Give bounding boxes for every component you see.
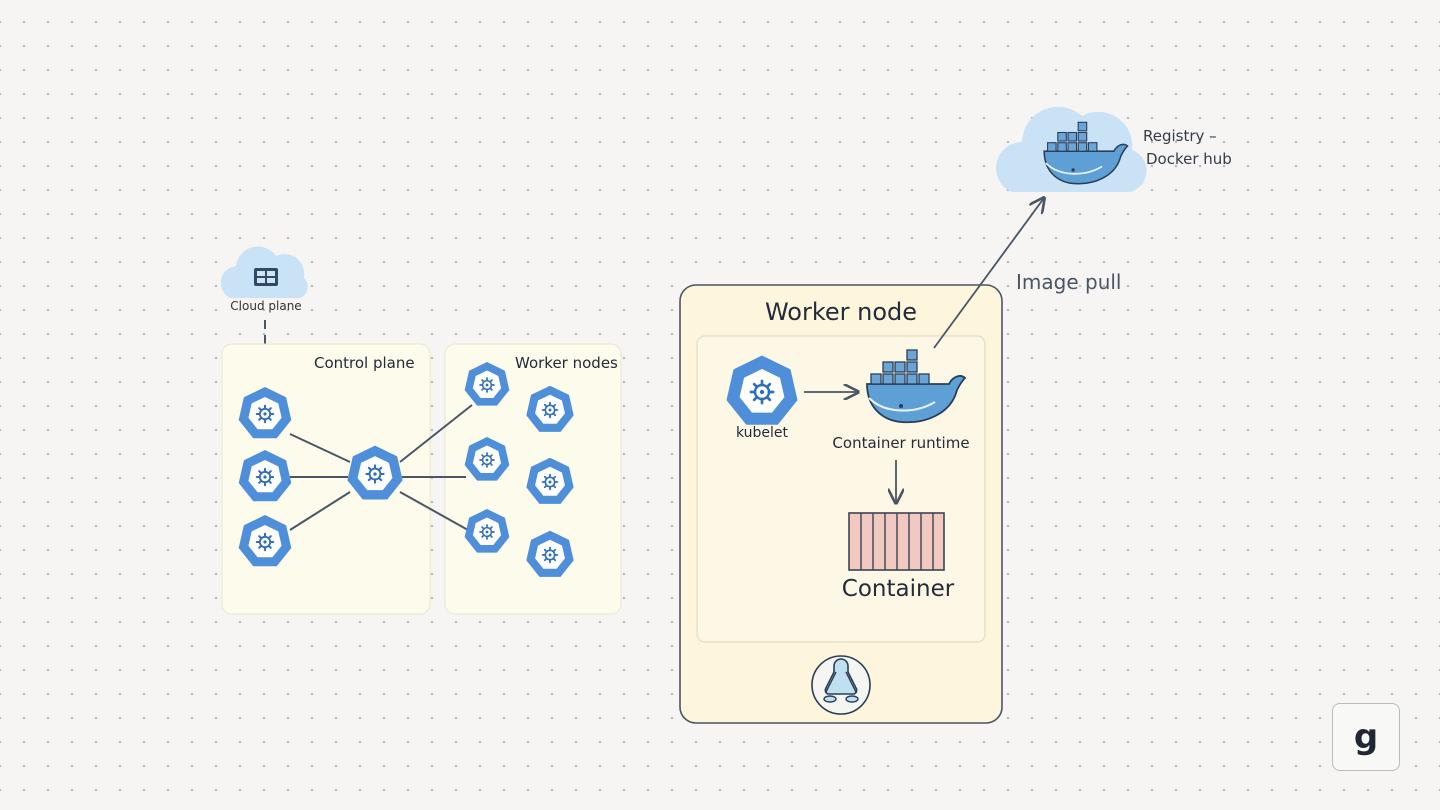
container-label: Container bbox=[841, 576, 955, 602]
worker-nodes-title: Worker nodes bbox=[515, 354, 618, 372]
cloud-plane-label: Cloud plane bbox=[230, 299, 302, 313]
cluster-connections bbox=[289, 404, 473, 531]
linux-tux-icon bbox=[811, 655, 871, 715]
kubelet-label: kubelet bbox=[735, 425, 789, 441]
brand-logo-button[interactable]: g bbox=[1332, 703, 1400, 771]
registry-docker-whale-icon bbox=[1043, 121, 1129, 185]
image-pull-label: Image pull bbox=[1016, 270, 1122, 294]
docker-whale-icon bbox=[866, 349, 967, 424]
container-box bbox=[848, 512, 945, 571]
brand-logo-letter: g bbox=[1353, 717, 1379, 757]
grid-icon bbox=[254, 268, 278, 286]
worker-node-title: Worker node bbox=[764, 298, 918, 326]
image-pull-arrow bbox=[933, 198, 1044, 349]
registry-label-line1: Registry – bbox=[1143, 127, 1217, 145]
container-runtime-label: Container runtime bbox=[832, 434, 970, 452]
control-plane-title: Control plane bbox=[314, 354, 415, 372]
registry-label-line2: Docker hub bbox=[1146, 150, 1232, 168]
